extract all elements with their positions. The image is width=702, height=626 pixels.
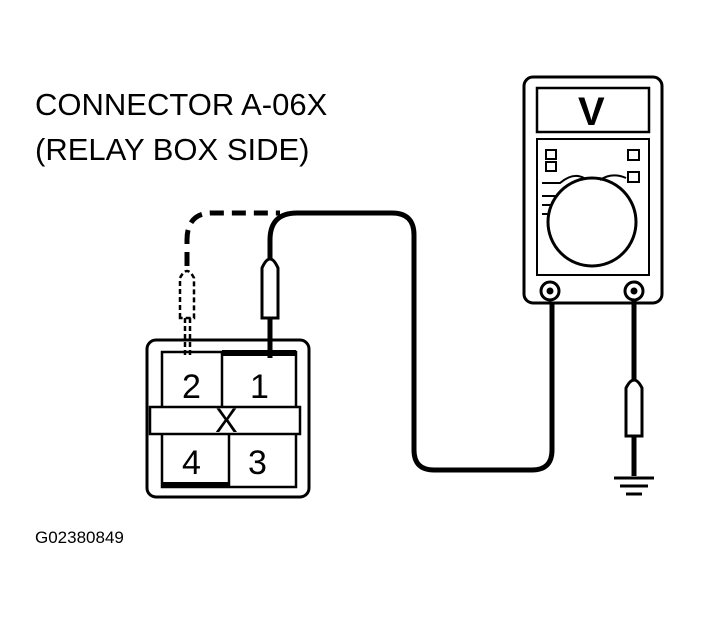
pin-1-label: 1 — [250, 368, 269, 406]
meter-display-symbol: V — [578, 90, 605, 134]
connector-subtitle: (RELAY BOX SIDE) — [35, 132, 310, 167]
meter-dial — [546, 176, 638, 268]
pin-2-label: 2 — [182, 368, 201, 406]
probe-icon — [260, 257, 280, 320]
meter-display — [535, 86, 651, 134]
probe-pin1 — [260, 257, 280, 358]
latch-mark: X — [215, 402, 238, 440]
connector-title: CONNECTOR A-06X — [35, 87, 328, 122]
dial-tick-2 — [599, 174, 627, 181]
ground-probe — [624, 378, 644, 476]
connector-a06x: 2 1 4 3 X — [145, 338, 311, 499]
meter-button-3 — [627, 149, 640, 161]
pin-3-label: 3 — [248, 444, 267, 482]
meter-button-4 — [627, 171, 640, 183]
figure-code: G02380849 — [35, 528, 124, 547]
connector-outer-frame — [145, 338, 311, 499]
meter-jack-right-core — [630, 287, 638, 295]
dashed-lead-wire — [184, 210, 280, 266]
pin-4-label: 4 — [182, 444, 201, 482]
ground-probe-handle — [624, 378, 644, 438]
meter-button-2 — [545, 161, 557, 172]
ground-symbol-icon — [614, 476, 654, 496]
meter-jack-left-core — [546, 287, 554, 295]
dashed-probe-handle — [178, 269, 196, 320]
voltmeter: V — [522, 75, 664, 305]
dial-tick-1 — [542, 174, 585, 184]
dashed-probe-pin2 — [178, 210, 280, 358]
connector-latch-bar — [148, 405, 302, 436]
probe-lead-wire — [267, 210, 555, 473]
meter-button-1 — [545, 149, 557, 160]
